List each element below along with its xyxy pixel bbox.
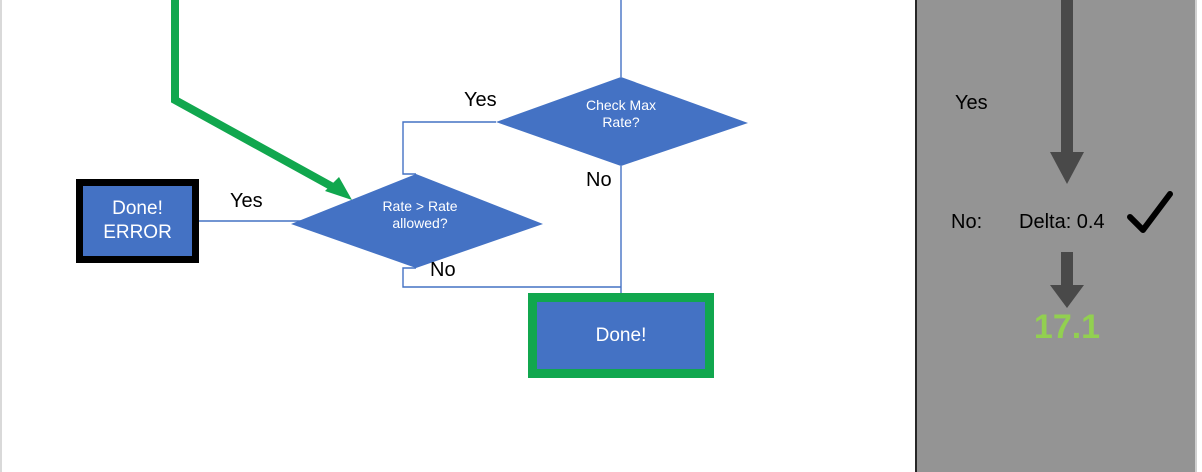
connector-check-max-yes-to-rate-gt (402, 121, 496, 175)
panel-no-label: No: (951, 211, 983, 233)
highlight-arrow-path (171, 0, 342, 195)
panel-yes-label: Yes (955, 92, 988, 114)
panel-delta-value: Delta: 0.4 (1019, 211, 1105, 233)
flowchart-diagram (171, 0, 748, 293)
node-rate-gt-rate-allowed (291, 174, 543, 268)
down-arrow-icon-bottom (1050, 252, 1084, 308)
node-done-error: Done! ERROR (76, 179, 199, 263)
down-arrow-icon-top (1050, 0, 1084, 184)
node-done-error-label: Done! ERROR (103, 198, 172, 243)
canvas-left-border (0, 0, 2, 472)
panel-result-value: 17.1 (1033, 308, 1101, 346)
node-check-max-rate (496, 77, 748, 166)
highlight-arrow-head-icon (325, 177, 352, 200)
connector-rate-gt-no-to-done (402, 267, 621, 288)
side-panel-arrows (1050, 0, 1084, 308)
node-done: Done! (528, 293, 714, 378)
node-done-label: Done! (595, 324, 647, 346)
check-mark-icon (1127, 191, 1173, 233)
side-panel: Yes No: Delta: 0.4 17.1 (915, 0, 1197, 472)
